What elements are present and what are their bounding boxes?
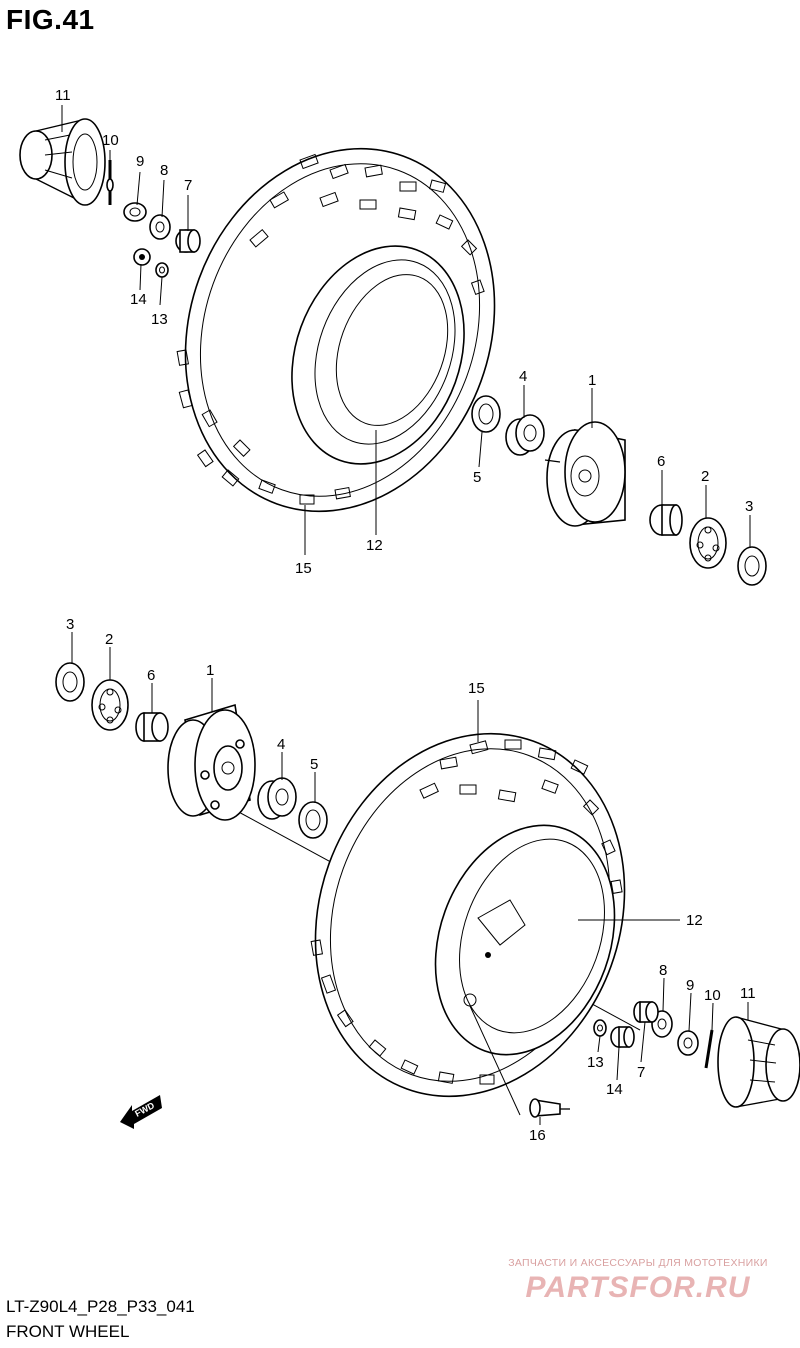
part-11-hub-cap-top[interactable] (19, 118, 106, 206)
part-14-nut-bottom[interactable] (610, 1026, 635, 1048)
part-1-hub-bottom[interactable] (167, 703, 256, 821)
model-code: LT-Z90L4_P28_P33_041 (6, 1297, 195, 1316)
callout-bottom-10: 10 (704, 987, 721, 1004)
part-2-bearing-right-top[interactable] (689, 517, 727, 569)
part-8-washer-top[interactable] (149, 214, 171, 240)
callout-top-11: 11 (55, 87, 71, 104)
tire-top (176, 147, 496, 513)
callout-top-14: 14 (130, 291, 147, 308)
callout-bottom-7: 7 (637, 1064, 645, 1081)
callout-top-15: 15 (295, 560, 312, 577)
part-10-cotter-pin-bottom[interactable] (704, 1029, 714, 1069)
callout-bottom-1: 1 (206, 662, 214, 679)
callout-bottom-2: 2 (105, 631, 113, 648)
part-9-castle-nut-top[interactable] (123, 202, 147, 222)
part-7-collar-top[interactable] (175, 229, 201, 253)
part-7-collar-bottom[interactable] (633, 1001, 659, 1023)
callout-bottom-16: 16 (529, 1127, 546, 1144)
callout-bottom-15: 15 (468, 680, 485, 697)
callout-bottom-4: 4 (277, 736, 285, 753)
part-2-bearing-left-bottom[interactable] (91, 679, 129, 731)
part-4-bearing-top[interactable] (505, 414, 545, 456)
callout-bottom-11: 11 (740, 985, 756, 1002)
part-13-washer-small-top[interactable] (155, 262, 169, 278)
callout-bottom-3: 3 (66, 616, 74, 633)
part-9-castle-nut-bottom[interactable] (677, 1030, 699, 1056)
callout-top-1: 1 (588, 372, 596, 389)
callout-bottom-8: 8 (659, 962, 667, 979)
part-4-bearing-bottom[interactable] (257, 777, 297, 820)
part-3-seal-right-top[interactable] (737, 546, 767, 586)
callouts-top: 11 10 9 8 7 14 13 4 1 5 6 2 3 15 12 (55, 87, 753, 577)
fwd-direction-arrow: FWD (120, 1095, 162, 1129)
callout-top-10: 10 (102, 132, 119, 149)
callout-top-12: 12 (366, 537, 383, 554)
callout-bottom-13: 13 (587, 1054, 604, 1071)
watermark-logo: PARTSFOR.RU (525, 1271, 751, 1304)
part-6-spacer-top[interactable] (649, 504, 683, 536)
leaders-top (61, 105, 751, 555)
callouts-bottom: 3 2 6 1 4 5 15 12 8 9 10 11 13 7 14 16 (66, 616, 756, 1144)
figure-title: FIG.41 (6, 4, 95, 35)
callout-top-6: 6 (657, 453, 665, 470)
watermark-tagline: ЗАПЧАСТИ И АКСЕССУАРЫ ДЛЯ МОТОТЕХНИКИ (508, 1257, 768, 1269)
part-5-oil-seal-bottom[interactable] (298, 801, 328, 839)
part-16-valve-stem[interactable] (529, 1098, 570, 1118)
part-10-cotter-pin-top[interactable] (106, 160, 114, 205)
part-13-washer-small-bottom[interactable] (593, 1019, 607, 1037)
callout-top-5: 5 (473, 469, 481, 486)
part-14-nut-top[interactable] (133, 248, 151, 266)
callout-top-7: 7 (184, 177, 192, 194)
leaders-bottom (71, 632, 749, 1125)
callout-bottom-12: 12 (686, 912, 703, 929)
callout-top-8: 8 (160, 162, 168, 179)
callout-top-9: 9 (136, 153, 144, 170)
diagram-caption: FRONT WHEEL (6, 1322, 130, 1341)
part-5-oil-seal-top[interactable] (471, 395, 501, 433)
watermark: ЗАПЧАСТИ И АКСЕССУАРЫ ДЛЯ МОТОТЕХНИКИ PA… (488, 1257, 788, 1305)
part-6-spacer-bottom[interactable] (135, 712, 169, 742)
callout-top-2: 2 (701, 468, 709, 485)
part-3-seal-left-bottom[interactable] (55, 662, 85, 702)
part-11-hub-cap-bottom[interactable] (717, 1016, 800, 1108)
callout-bottom-5: 5 (310, 756, 318, 773)
callout-bottom-14: 14 (606, 1081, 623, 1098)
callout-top-3: 3 (745, 498, 753, 515)
part-1-hub-top[interactable] (544, 421, 626, 527)
callout-bottom-9: 9 (686, 977, 694, 994)
callout-top-4: 4 (519, 368, 527, 385)
callout-top-13: 13 (151, 311, 168, 328)
tire-bottom (310, 732, 626, 1098)
callout-bottom-6: 6 (147, 667, 155, 684)
